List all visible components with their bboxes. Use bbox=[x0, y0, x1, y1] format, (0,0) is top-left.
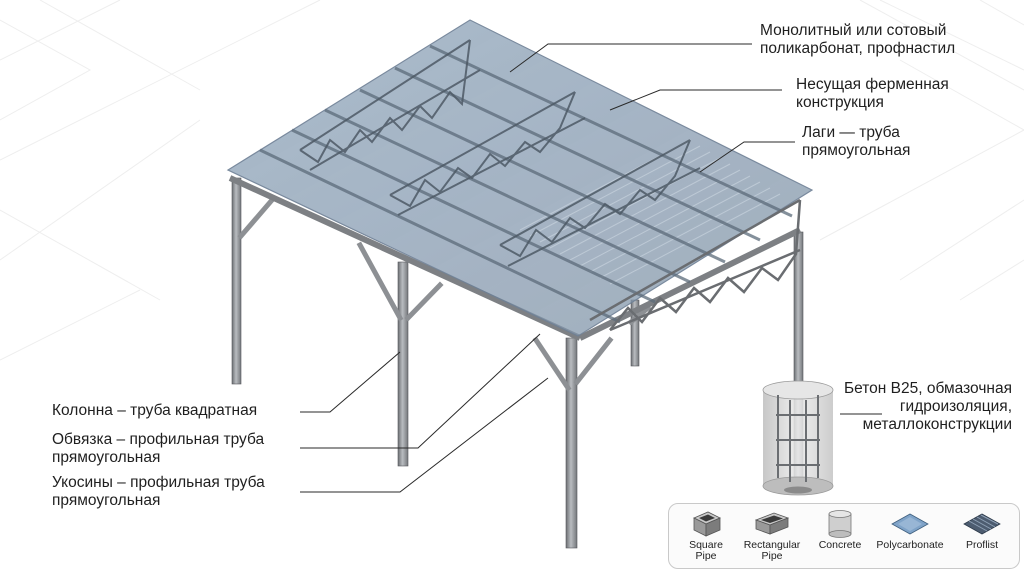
legend-label: Rectangular Pipe bbox=[743, 539, 801, 562]
callout-truss: Несущая ферменная конструкция bbox=[796, 76, 949, 111]
materials-legend: Square Pipe Rectangular Pipe Concrete Po… bbox=[668, 503, 1020, 569]
brace bbox=[237, 196, 652, 392]
callout-foundation: Бетон B25, обмазочная гидроизоляция, мет… bbox=[843, 380, 1012, 433]
legend-item-rectangular-pipe: Rectangular Pipe bbox=[737, 508, 807, 562]
polycarbonate-icon bbox=[891, 513, 929, 535]
callout-strapping: Обвязка – профильная труба прямоугольная bbox=[52, 431, 265, 466]
legend-item-proflist: Proflist bbox=[947, 508, 1017, 551]
callout-roof-material: Монолитный или сотовый поликарбонат, про… bbox=[760, 22, 956, 57]
legend-label: Proflist bbox=[965, 539, 999, 551]
legend-label: Concrete bbox=[818, 539, 862, 551]
proflist-icon bbox=[963, 513, 1001, 535]
truss bbox=[299, 39, 701, 267]
callout-braces: Укосины – профильная труба прямоугольная bbox=[52, 474, 265, 509]
legend-label: Polycarbonate bbox=[876, 539, 944, 551]
roof-panel bbox=[226, 19, 814, 337]
leader-lines bbox=[300, 43, 882, 493]
legend-item-polycarbonate: Polycarbonate bbox=[875, 508, 945, 551]
callout-column: Колонна – труба квадратная bbox=[52, 402, 258, 419]
joist bbox=[259, 44, 793, 324]
foundation bbox=[762, 380, 834, 496]
rectangular-pipe-icon bbox=[754, 512, 790, 535]
legend-label: Square Pipe bbox=[689, 539, 723, 562]
callout-joists: Лаги — труба прямоугольная bbox=[802, 124, 911, 159]
square-pipe-icon bbox=[693, 511, 721, 537]
legend-item-square-pipe: Square Pipe bbox=[671, 508, 741, 562]
legend-item-concrete: Concrete bbox=[805, 508, 875, 551]
concrete-icon bbox=[828, 510, 852, 538]
edge-truss bbox=[589, 198, 802, 332]
proflist-area bbox=[519, 139, 781, 285]
